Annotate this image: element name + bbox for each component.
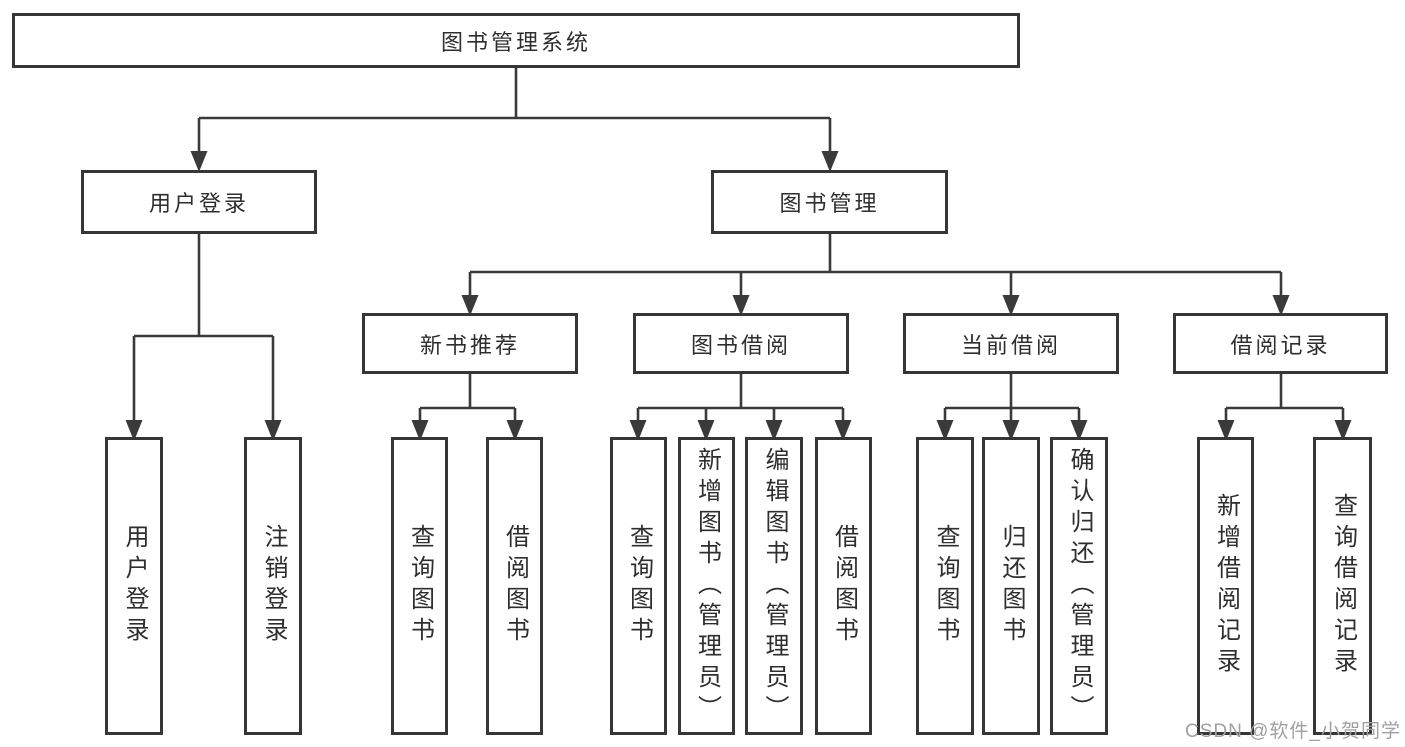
arrowhead-icon [1002, 295, 1020, 316]
leaf-user-login: 用户登录 [105, 437, 163, 735]
node-borrowing-records: 借阅记录 [1173, 313, 1388, 374]
node-user-login: 用户登录 [81, 170, 317, 234]
arrowhead-icon [264, 420, 282, 441]
csdn-watermark: CSDN @软件_小贺同学 [1185, 721, 1401, 742]
arrowhead-icon [765, 420, 783, 441]
connector-current-borrow-to-leaves [936, 374, 1088, 441]
node-book-borrowing: 图书借阅 [633, 313, 849, 374]
leaf-borrow-books: 借阅图书 [486, 437, 543, 735]
connector-root-to-level2 [190, 68, 839, 172]
leaf-borrow-books: 借阅图书 [815, 437, 872, 735]
connector-new-book-to-leaves [411, 374, 524, 441]
arrowhead-icon [461, 295, 479, 316]
arrowhead-icon [190, 151, 208, 172]
node-book-management: 图书管理 [711, 170, 948, 234]
connector-book-mgmt-to-level3 [461, 234, 1290, 316]
arrowhead-icon [697, 420, 715, 441]
arrowhead-icon [1070, 420, 1088, 441]
leaf-add-books-admin: 新增图书（管理员） [678, 437, 735, 735]
arrowhead-icon [834, 420, 852, 441]
node-current-borrowing: 当前借阅 [903, 313, 1119, 374]
leaf-query-books: 查询图书 [916, 437, 974, 735]
leaf-confirm-return-admin: 确认归还（管理员） [1050, 437, 1108, 735]
node-new-book-recommendation: 新书推荐 [362, 313, 578, 374]
leaf-edit-books-admin: 编辑图书（管理员） [745, 437, 803, 735]
leaf-query-books: 查询图书 [610, 437, 667, 735]
arrowhead-icon [125, 420, 143, 441]
arrowhead-icon [629, 420, 647, 441]
arrowhead-icon [1272, 295, 1290, 316]
arrowhead-icon [936, 420, 954, 441]
node-library-management-system: 图书管理系统 [12, 13, 1020, 68]
leaf-query-borrow-record: 查询借阅记录 [1313, 437, 1372, 735]
leaf-add-borrow-record: 新增借阅记录 [1197, 437, 1254, 735]
leaf-logout: 注销登录 [244, 437, 302, 735]
arrowhead-icon [411, 420, 429, 441]
arrowhead-icon [1334, 420, 1352, 441]
arrowhead-icon [732, 295, 750, 316]
connector-book-borrow-to-leaves [629, 374, 852, 441]
arrowhead-icon [821, 151, 839, 172]
leaf-return-books: 归还图书 [982, 437, 1040, 735]
arrowhead-icon [506, 420, 524, 441]
connector-borrow-records-to-leaves [1217, 374, 1352, 441]
arrowhead-icon [1002, 420, 1020, 441]
leaf-query-books: 查询图书 [391, 437, 448, 735]
connector-user-login-to-leaves [125, 234, 282, 441]
arrowhead-icon [1217, 420, 1235, 441]
